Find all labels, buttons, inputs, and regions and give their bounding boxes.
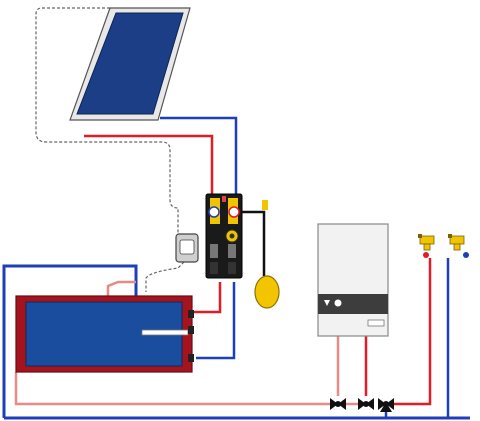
tank-hot-outlet-pipe xyxy=(106,280,136,296)
storage-tank-icon xyxy=(15,295,194,373)
pump-station-icon xyxy=(205,193,243,279)
hot-water-supply-pipe xyxy=(394,258,432,406)
expansion-vessel-icon xyxy=(242,200,280,309)
gas-boiler-icon xyxy=(317,223,389,337)
tank-sensor-wire xyxy=(145,252,185,292)
water-tap-icon xyxy=(448,234,469,258)
collector-flow-pipe xyxy=(84,134,214,200)
solar-controller-icon xyxy=(175,233,199,263)
three-way-valve-icon xyxy=(378,398,394,412)
solar-collector-icon xyxy=(69,7,191,121)
three-way-valve-icon xyxy=(330,398,346,410)
water-tap-icon xyxy=(418,234,435,258)
tank-to-boiler-pipe xyxy=(14,372,330,406)
collector-return-pipe xyxy=(160,116,238,200)
solar-return-from-tank-pipe xyxy=(196,282,236,360)
solar-flow-to-tank-pipe xyxy=(194,282,222,314)
three-way-valve-icon xyxy=(358,398,374,410)
